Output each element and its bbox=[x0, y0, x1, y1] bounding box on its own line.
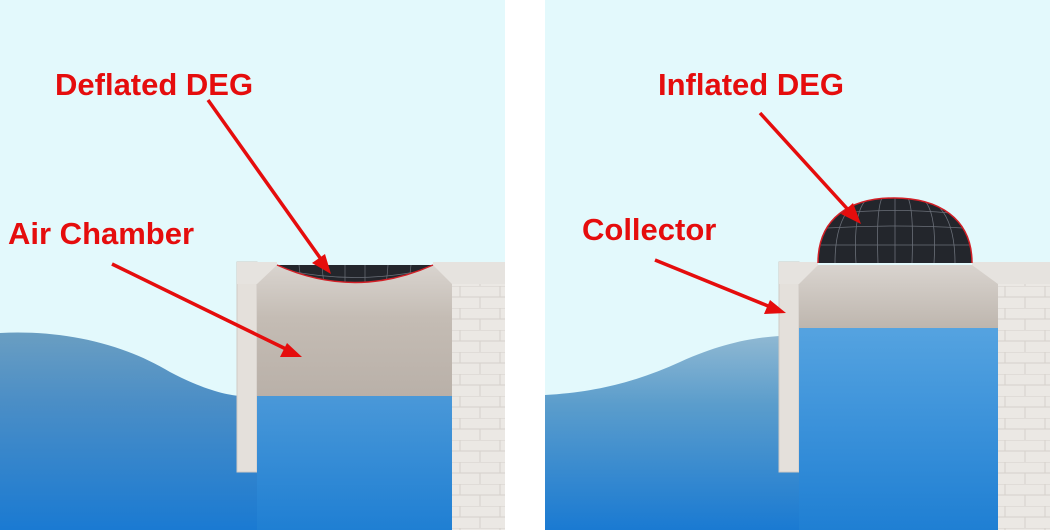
collector-top-right bbox=[433, 262, 505, 284]
panel-deflated-drawing: Deflated DEG Air Chamber bbox=[0, 0, 505, 530]
panel-deflated: Deflated DEG Air Chamber bbox=[0, 0, 505, 530]
label-air-chamber: Air Chamber bbox=[8, 216, 194, 251]
collector-top-right bbox=[972, 262, 1050, 284]
arrow-deflated-deg bbox=[206, 98, 331, 274]
air-chamber bbox=[257, 265, 452, 398]
inner-water bbox=[799, 328, 998, 530]
label-inflated-deg: Inflated DEG bbox=[658, 67, 844, 102]
collector-outer-wall bbox=[236, 261, 258, 473]
collector-right-wall bbox=[452, 262, 505, 530]
collector-right-wall bbox=[998, 262, 1050, 530]
label-deflated-deg: Deflated DEG bbox=[55, 67, 253, 102]
label-collector: Collector bbox=[582, 212, 716, 247]
air-chamber bbox=[799, 265, 998, 330]
collector-outer-wall bbox=[778, 261, 800, 473]
panel-inflated: Inflated DEG Collector bbox=[545, 0, 1050, 530]
arrow-inflated-deg bbox=[758, 111, 861, 224]
panel-inflated-drawing: Inflated DEG Collector bbox=[545, 0, 1050, 530]
arrow-collector bbox=[654, 258, 786, 314]
arrow-air-chamber bbox=[111, 262, 302, 357]
inner-water bbox=[257, 396, 452, 530]
